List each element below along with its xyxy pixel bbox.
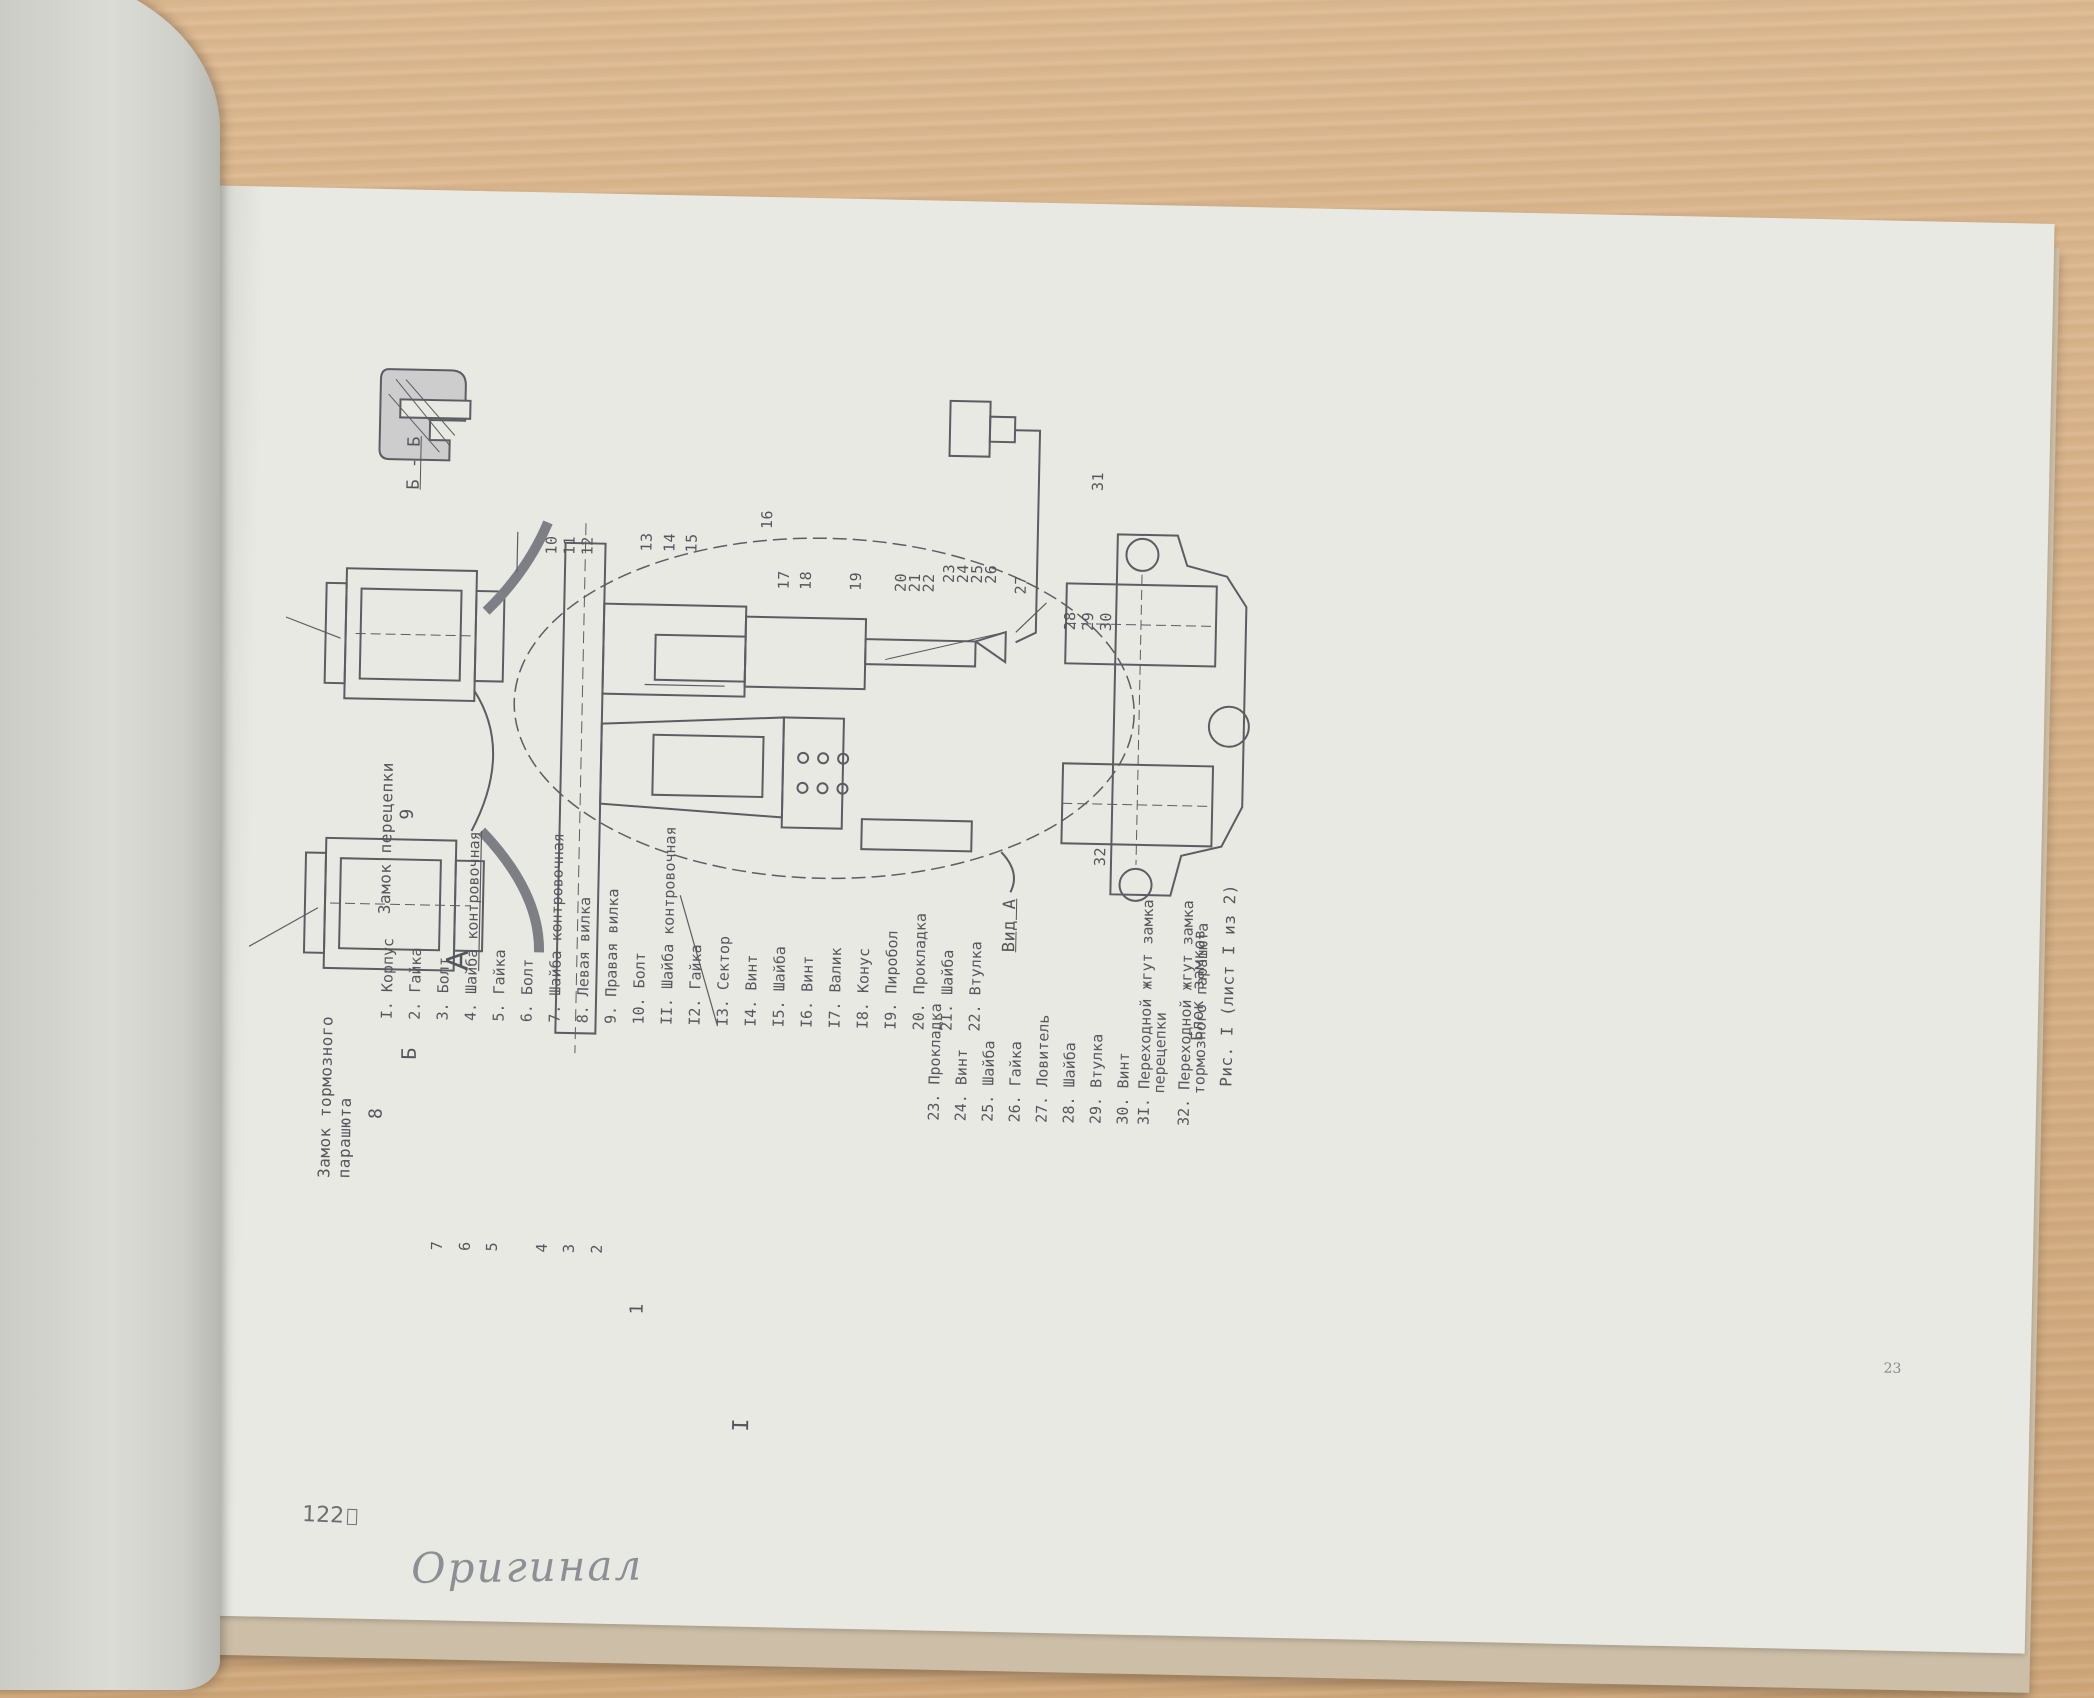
parts-list-column-2: 23. Прокладка 24. Винт 25. Шайба 26. Гай… — [921, 895, 1212, 1127]
view-a-drawing — [1060, 533, 1250, 902]
drawing-svg — [248, 368, 1250, 1054]
left-page-curl — [0, 0, 220, 1690]
figure-caption-figure: Рис. I (лист I из 2) — [1216, 883, 1240, 1087]
part-item: 3. Болт — [433, 956, 453, 1021]
part-item: I8. Конус — [853, 947, 874, 1030]
label-lock-brake-chute: Замок тормозного парашюта — [314, 1016, 357, 1179]
callout-9: 9 — [396, 808, 418, 820]
callout-3: 3 — [559, 1243, 579, 1254]
document-page: Замок тормозного парашюта Замок перецепк… — [165, 185, 2055, 1654]
callout-30: 30 — [1096, 611, 1116, 632]
handwritten-stamp: Оригинал — [410, 1540, 644, 1593]
part-item: 8. Левая вилка — [573, 896, 595, 1024]
technical-drawing: Замок тормозного парашюта Замок перецепк… — [165, 185, 2055, 1654]
part-item: 10. Болт — [629, 952, 650, 1025]
parts-list-column-1: I. Корпус 2. Гайка 3. Болт 4. Шайба конт… — [373, 820, 993, 1032]
callout-17: 17 — [774, 570, 794, 590]
part-item: I6. Винт — [797, 955, 817, 1029]
callout-22: 22 — [919, 573, 939, 593]
callout-32: 32 — [1090, 846, 1110, 867]
stamp-box-icon — [346, 1508, 358, 1526]
part-item: I5. Шайба — [769, 945, 790, 1028]
part-item: I2. Гайка — [685, 944, 706, 1026]
part-item: I. Корпус — [377, 937, 398, 1020]
callout-12: 12 — [578, 536, 597, 556]
callout-2: 2 — [587, 1243, 606, 1254]
callout-10: 10 — [542, 535, 561, 555]
part-item: I7. Валик — [825, 947, 846, 1029]
page-number-left-value: 122 — [301, 1502, 345, 1529]
callout-31: 31 — [1088, 471, 1108, 492]
part-item: 4. Шайба контровочная — [461, 831, 484, 1022]
callout-6: 6 — [455, 1241, 474, 1252]
callout-1: 1 — [626, 1302, 648, 1315]
part-item: 7. Шайба контровочная — [545, 832, 568, 1023]
section-b-b-drawing — [378, 368, 472, 462]
callout-13: 13 — [637, 532, 656, 552]
figure-caption: Блок замков Рис. I (лист I из 2) — [1181, 883, 1245, 1087]
label-lock-brake-chute-line2: парашюта — [334, 1097, 355, 1179]
callout-7: 7 — [427, 1240, 446, 1251]
axis-mark-i: I — [729, 1417, 755, 1432]
callout-27: 27 — [1011, 575, 1031, 595]
callout-14: 14 — [660, 532, 679, 553]
page-number-right: 23 — [1883, 1360, 1902, 1377]
callout-11: 11 — [560, 535, 579, 556]
callout-15: 15 — [682, 533, 701, 553]
callout-16: 16 — [757, 509, 777, 530]
part-item: I9. Пиробол — [881, 930, 902, 1030]
part-item: 9. Правая вилка — [601, 888, 623, 1025]
section-b-b-label: Б - Б — [403, 435, 425, 490]
section-mark-b: Б — [396, 1046, 421, 1060]
page-number-left: 122 — [302, 1502, 358, 1529]
figure-caption-title: Блок замков — [1187, 928, 1209, 1041]
part-item: I3. Сектор — [713, 935, 734, 1027]
callout-26: 26 — [981, 564, 1001, 584]
callout-5: 5 — [482, 1241, 501, 1252]
lock-body — [302, 399, 1135, 1054]
callouts-left: 7 6 5 4 3 2 — [427, 1241, 606, 1272]
callout-18: 18 — [796, 570, 816, 591]
leader-lines — [248, 531, 1047, 1027]
callout-4: 4 — [532, 1242, 551, 1253]
callout-19: 19 — [846, 571, 866, 592]
part-item: II. Шайба контровочная — [657, 826, 680, 1026]
part-item: 6. Болт — [517, 958, 537, 1023]
part-item: 2. Гайка — [405, 947, 426, 1020]
part-item: 5. Гайка — [489, 949, 510, 1022]
callout-29: 29 — [1078, 611, 1098, 631]
callout-28: 28 — [1060, 611, 1080, 631]
part-item: I4. Винт — [741, 954, 762, 1028]
callout-8: 8 — [365, 1107, 387, 1120]
